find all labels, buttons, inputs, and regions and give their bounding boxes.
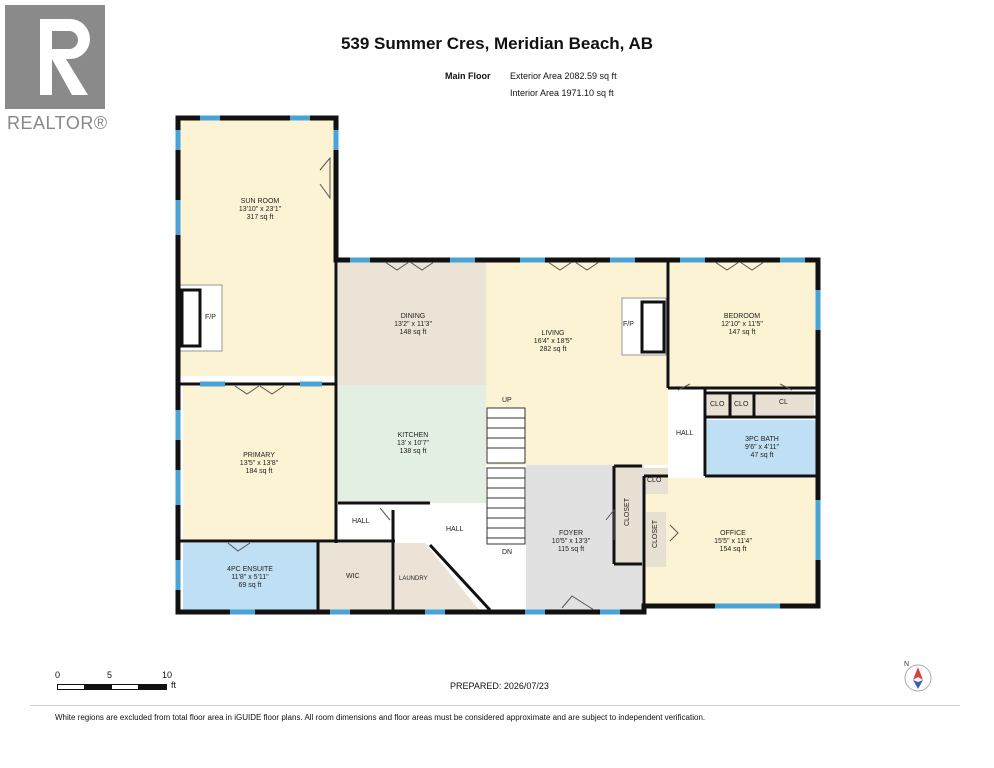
footer-divider bbox=[30, 705, 960, 706]
room-office-area: 154 sq ft bbox=[719, 546, 747, 553]
laundry-area bbox=[395, 543, 480, 611]
closet-area-1 bbox=[616, 468, 640, 562]
room-3pc-bath-name: 3PC BATH bbox=[745, 436, 779, 443]
kitchen-area bbox=[338, 385, 486, 503]
clo-area-3 bbox=[644, 468, 668, 494]
room-living-area: 282 sq ft bbox=[539, 346, 567, 353]
room-office-name: OFFICE bbox=[720, 530, 746, 537]
room-ensuite-dims: 11'8" x 5'11" bbox=[231, 574, 269, 581]
room-foyer-name: FOYER bbox=[558, 530, 584, 537]
room-ensuite-area: 69 sq ft bbox=[238, 582, 262, 589]
label-clo-1: CLO bbox=[710, 401, 725, 408]
label-fp-left: F/P bbox=[205, 314, 216, 321]
room-kitchen-area: 138 sq ft bbox=[399, 448, 427, 455]
scale-segment-1 bbox=[57, 684, 86, 690]
cl-area bbox=[756, 393, 814, 415]
room-dining-name: DINING bbox=[400, 313, 426, 320]
scale-tick-0: 0 bbox=[55, 670, 61, 680]
clo-area-2 bbox=[731, 395, 753, 417]
scale-tick-5: 5 bbox=[107, 670, 113, 680]
realtor-logo-mark bbox=[5, 5, 105, 109]
primary-area bbox=[183, 386, 335, 541]
closet-area-2 bbox=[646, 512, 666, 567]
label-cl: CL bbox=[779, 399, 788, 406]
label-clo-3: CLO bbox=[647, 477, 662, 484]
label-closet-2: CLOSET bbox=[652, 520, 659, 549]
realtor-logo: REALTOR® bbox=[5, 5, 117, 135]
room-living-dims: 16'4" x 18'5" bbox=[533, 338, 573, 345]
room-primary-dims: 13'5" x 13'8" bbox=[239, 460, 279, 467]
room-bedroom-dims: 12'10" x 11'5" bbox=[721, 321, 763, 328]
room-sun-room-name: SUN ROOM bbox=[240, 198, 280, 205]
room-sun-room-area: 317 sq ft bbox=[246, 214, 274, 221]
compass-north-label: N bbox=[904, 661, 909, 668]
room-dining: DINING 13'2" x 11'3" 148 sq ft bbox=[368, 313, 458, 337]
room-living: LIVING 16'4" x 18'5" 282 sq ft bbox=[508, 330, 598, 354]
room-foyer-dims: 10'5" x 13'3" bbox=[551, 538, 591, 545]
room-primary: PRIMARY 13'5" x 13'8" 184 sq ft bbox=[214, 452, 304, 476]
office-area bbox=[644, 478, 817, 606]
room-4pc-ensuite: 4PC ENSUITE 11'8" x 5'11" 69 sq ft bbox=[205, 566, 295, 590]
bath3-area bbox=[707, 420, 817, 475]
room-kitchen: KITCHEN 13' x 10'7" 138 sq ft bbox=[368, 432, 458, 456]
fireplace-right bbox=[621, 297, 667, 356]
room-3pc-bath-dims: 9'6" x 4'11" bbox=[745, 444, 779, 451]
scale-segment-3 bbox=[111, 684, 140, 690]
room-ensuite-name: 4PC ENSUITE bbox=[227, 566, 273, 573]
compass: N bbox=[900, 658, 936, 694]
room-bedroom-name: BEDROOM bbox=[723, 313, 761, 320]
room-3pc-bath: 3PC BATH 9'6" x 4'11" 47 sq ft bbox=[717, 436, 807, 460]
ensuite-area bbox=[183, 543, 317, 611]
compass-icon: N bbox=[904, 661, 932, 692]
label-up: UP bbox=[502, 397, 512, 404]
room-foyer: FOYER 10'5" x 13'3" 115 sq ft bbox=[526, 530, 616, 554]
label-laundry: LAUNDRY bbox=[399, 576, 428, 582]
scale-bar: 0 5 10 ft bbox=[55, 670, 185, 700]
room-sun-room-dims: 13'10" x 23'1" bbox=[238, 206, 282, 213]
stairs bbox=[486, 407, 526, 545]
disclaimer: White regions are excluded from total fl… bbox=[55, 713, 706, 722]
room-primary-name: PRIMARY bbox=[243, 452, 275, 459]
label-hall-right: HALL bbox=[676, 430, 694, 437]
interior-area: Interior Area 1971.10 sq ft bbox=[510, 88, 614, 98]
clo-area-1 bbox=[707, 395, 729, 417]
room-dining-area: 148 sq ft bbox=[399, 329, 427, 336]
room-living-name: LIVING bbox=[541, 330, 565, 337]
bedroom-area bbox=[670, 260, 817, 388]
label-hall-mid: HALL bbox=[446, 526, 464, 533]
label-fp-right: F/P bbox=[623, 321, 634, 328]
label-hall-left: HALL bbox=[352, 518, 370, 525]
exterior-area: Exterior Area 2082.59 sq ft bbox=[510, 71, 617, 81]
floor-label: Main Floor bbox=[445, 71, 491, 81]
room-foyer-area: 115 sq ft bbox=[557, 546, 585, 553]
room-bedroom: BEDROOM 12'10" x 11'5" 147 sq ft bbox=[697, 313, 787, 337]
room-office: OFFICE 15'5" x 11'4" 154 sq ft bbox=[688, 530, 778, 554]
room-sun-room: SUN ROOM 13'10" x 23'1" 317 sq ft bbox=[215, 198, 305, 222]
room-office-dims: 15'5" x 11'4" bbox=[714, 538, 752, 545]
walls bbox=[175, 115, 821, 615]
label-wic: WIC bbox=[346, 573, 360, 580]
room-kitchen-dims: 13' x 10'7" bbox=[396, 440, 429, 447]
room-primary-area: 184 sq ft bbox=[245, 468, 273, 475]
prepared-date: PREPARED: 2026/07/23 bbox=[450, 681, 549, 691]
scale-unit: ft bbox=[171, 680, 177, 690]
room-bedroom-area: 147 sq ft bbox=[728, 329, 756, 336]
label-dn: DN bbox=[502, 549, 513, 556]
dining-area bbox=[338, 260, 486, 385]
wic-area bbox=[319, 543, 392, 611]
scale-tick-10: 10 bbox=[162, 670, 173, 680]
scale-segment-2 bbox=[84, 684, 113, 690]
scale-segment-4 bbox=[138, 684, 167, 690]
realtor-r-icon bbox=[40, 19, 90, 95]
room-3pc-bath-area: 47 sq ft bbox=[750, 452, 774, 459]
realtor-logo-text: REALTOR® bbox=[7, 113, 108, 133]
label-closet-1: CLOSET bbox=[624, 498, 631, 527]
room-dining-dims: 13'2" x 11'3" bbox=[394, 321, 432, 328]
label-clo-2: CLO bbox=[734, 401, 749, 408]
room-kitchen-name: KITCHEN bbox=[397, 432, 429, 439]
property-address: 539 Summer Cres, Meridian Beach, AB bbox=[340, 34, 654, 53]
